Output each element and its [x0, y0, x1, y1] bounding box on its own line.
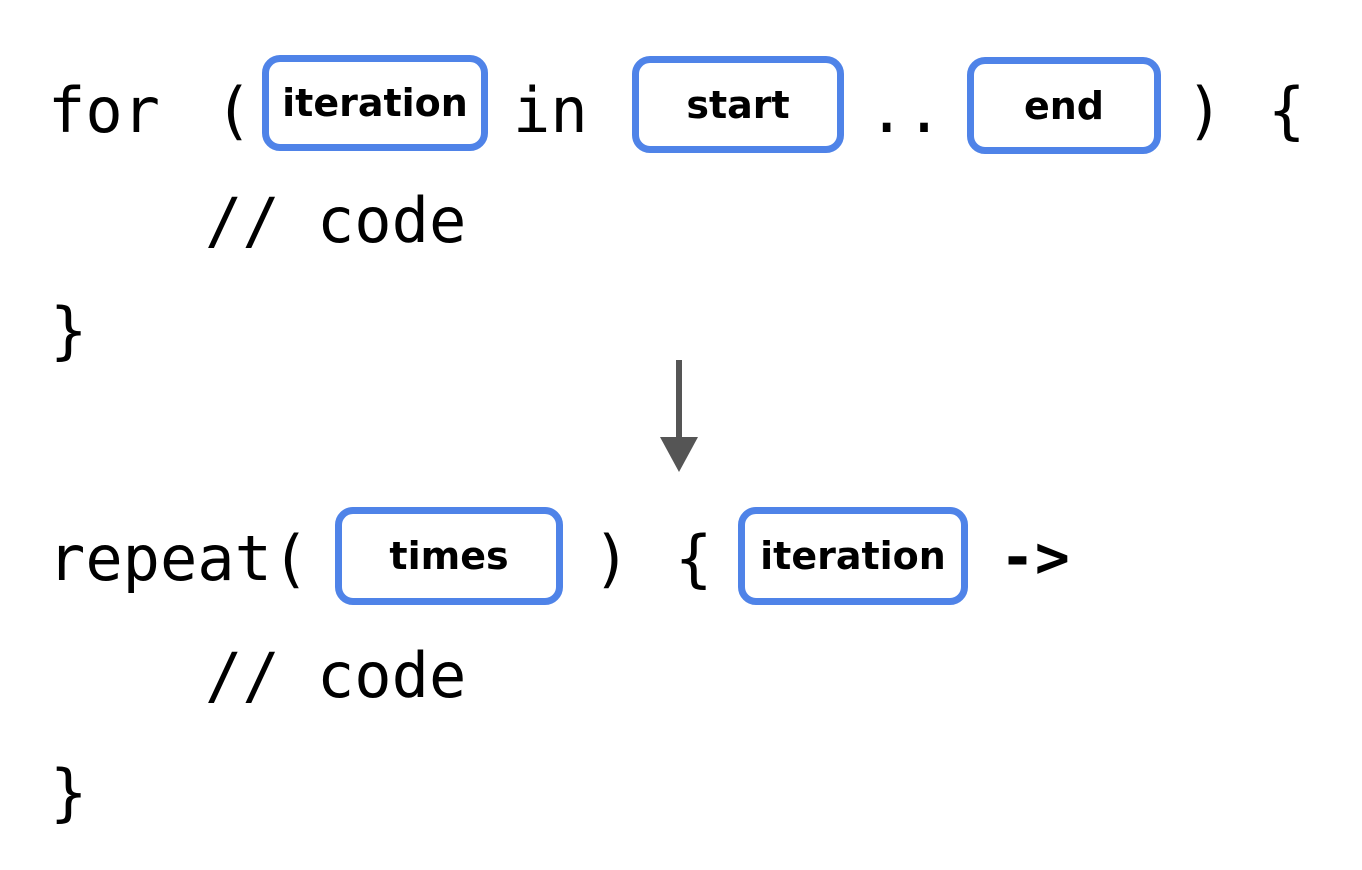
slot-range-start-label: start — [686, 82, 790, 127]
before-code-comment: // code — [205, 184, 467, 257]
in-keyword: in — [513, 74, 588, 147]
slot-lambda-parameter-label: iteration — [760, 534, 946, 578]
slot-times-count[interactable]: times — [335, 507, 563, 605]
after-code-comment: // code — [205, 639, 467, 712]
downward-transform-arrow — [660, 360, 698, 472]
range-operator: .. — [868, 74, 943, 147]
slot-range-start[interactable]: start — [632, 56, 844, 153]
before-close-brace: } — [50, 294, 88, 367]
for-keyword: for — [48, 74, 160, 147]
for-open-paren: ( — [215, 74, 253, 147]
slot-range-end[interactable]: end — [967, 57, 1161, 154]
for-open-brace: { — [1268, 74, 1306, 147]
repeat-close-paren: ) — [593, 522, 631, 595]
lambda-arrow: -> — [1000, 523, 1070, 591]
repeat-open-brace: { — [675, 522, 713, 595]
slot-times-count-label: times — [389, 534, 509, 578]
slot-range-end-label: end — [1023, 83, 1105, 128]
after-close-brace: } — [50, 756, 88, 829]
slot-iteration-variable-label: iteration — [282, 81, 468, 125]
for-close-paren: ) — [1186, 74, 1224, 147]
repeat-keyword: repeat( — [48, 522, 310, 595]
slot-lambda-parameter[interactable]: iteration — [738, 507, 968, 605]
slot-iteration-variable[interactable]: iteration — [262, 55, 488, 151]
